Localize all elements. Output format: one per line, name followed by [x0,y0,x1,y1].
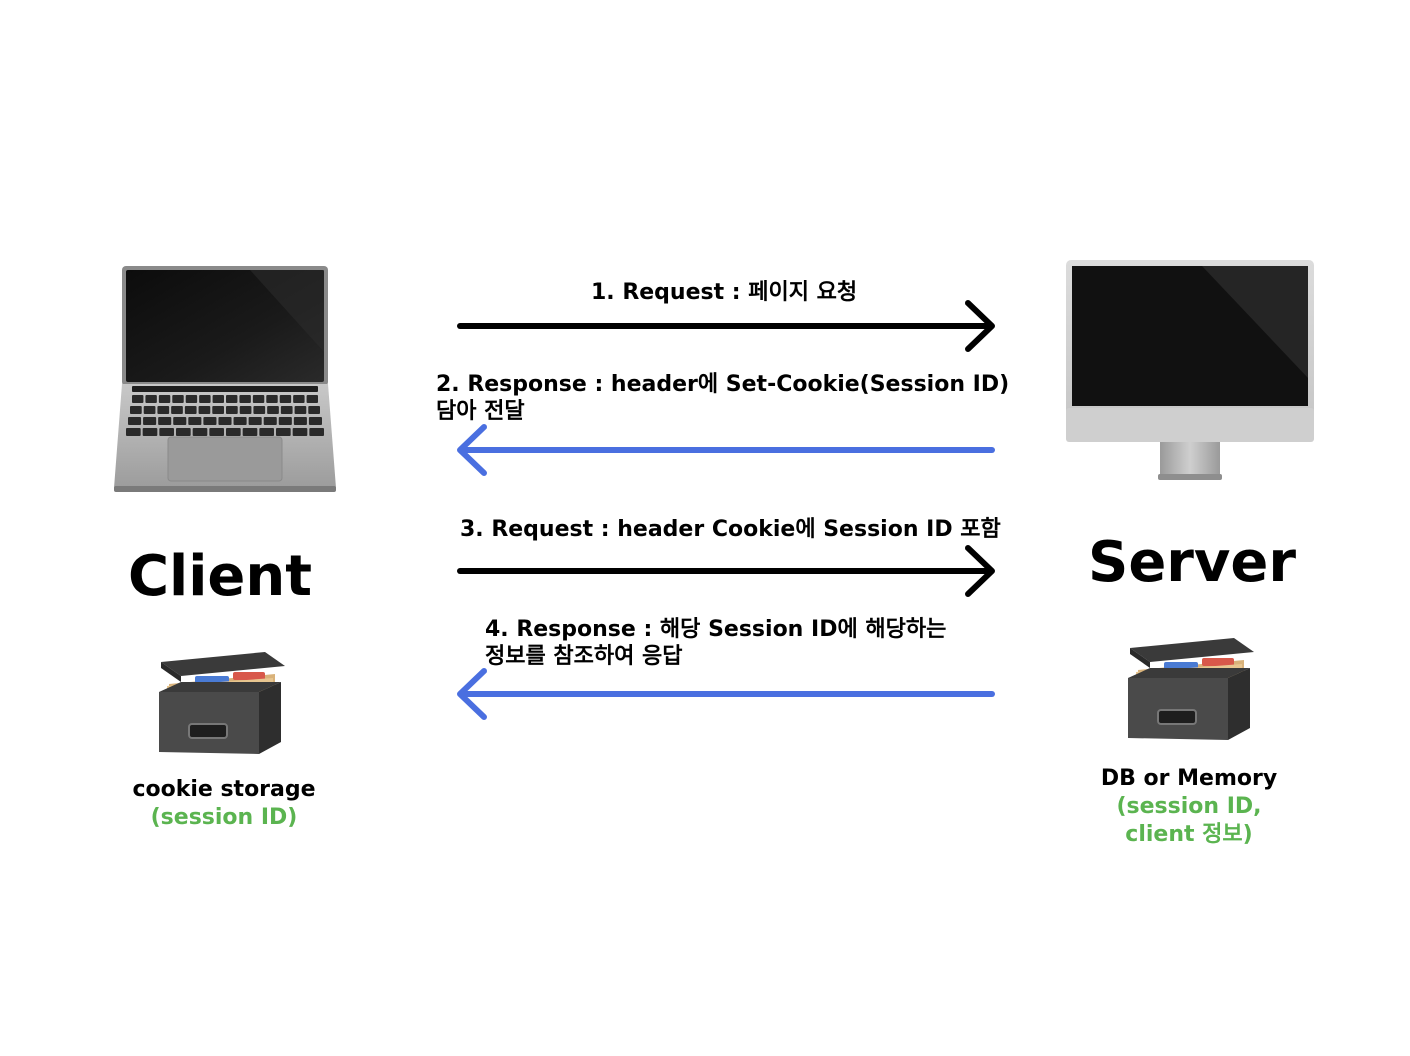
client-storage-detail: (session ID) [150,805,298,830]
server-storage-detail-line2: client 정보) [1125,822,1253,847]
arrow-2 [457,424,995,476]
arrow-1-head [965,300,995,352]
message-3-label: 3. Request : header Cookie에 Session ID 포… [460,516,1001,543]
message-2-line-1: 2. Response : header에 Set-Cookie(Session… [436,372,1010,397]
client-storage-name: cookie storage [132,777,316,802]
message-4-line-1: 4. Response : 해당 Session ID에 해당하는 [485,617,947,642]
message-1-line-1: 1. Request : 페이지 요청 [591,280,858,305]
server-storage-name: DB or Memory [1100,766,1278,791]
server-title: Server [1087,530,1297,595]
arrow-4 [457,668,995,720]
message-4-line-2: 정보를 참조하여 응답 [485,644,683,669]
server-storage-label: DB or Memory (session ID, client 정보) [1078,765,1300,849]
laptop-icon [110,262,340,497]
arrow-3 [457,545,995,597]
card-file-box-icon [155,648,290,756]
arrow-1 [457,300,995,352]
message-2-line-2: 담아 전달 [436,399,525,424]
message-4-label: 4. Response : 해당 Session ID에 해당하는 정보를 참조… [485,616,946,670]
desktop-computer-icon [1062,258,1318,484]
arrow-3-head [965,545,995,597]
message-3-line-1: 3. Request : header Cookie에 Session ID 포… [460,517,1001,542]
message-2-label: 2. Response : header에 Set-Cookie(Session… [436,371,1009,425]
message-1-label: 1. Request : 페이지 요청 [591,279,857,306]
client-storage-label: cookie storage (session ID) [108,776,340,832]
arrow-2-head [457,424,487,476]
client-title: Client [127,544,313,609]
card-file-box-icon [1124,634,1259,742]
server-storage-detail-line1: (session ID, [1116,794,1262,819]
arrow-4-head [457,668,487,720]
